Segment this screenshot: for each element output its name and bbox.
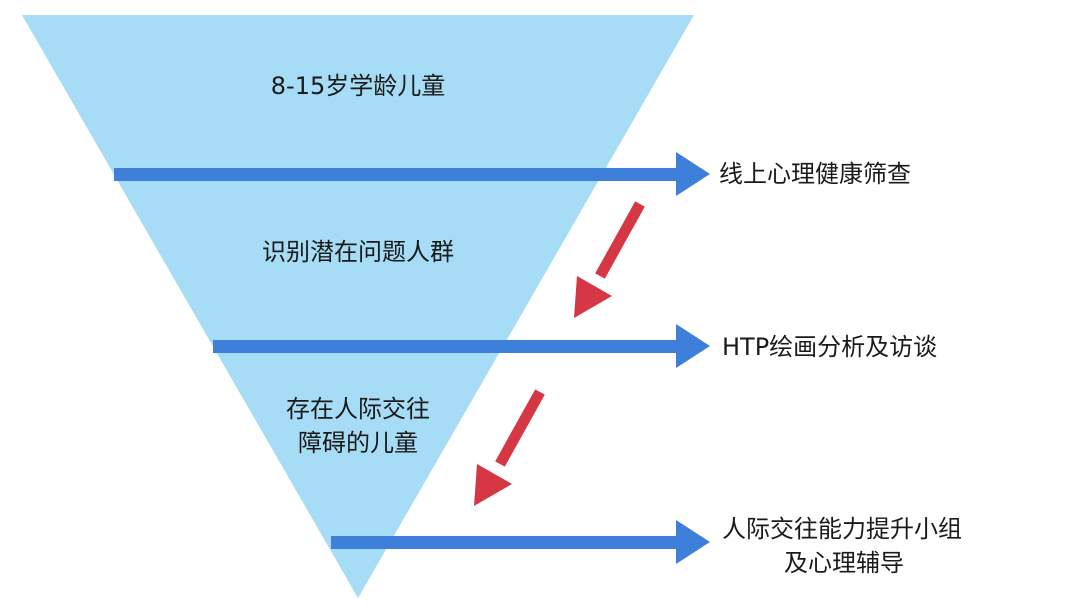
step-arrow-3-shaft xyxy=(331,536,680,549)
funnel-stage-2-label: 识别潜在问题人群 xyxy=(228,235,488,269)
step-3-label: 人际交往能力提升小组 及心理辅导 xyxy=(722,512,962,580)
transition-arrow-2-head xyxy=(474,464,512,506)
step-arrow-3-head xyxy=(676,520,710,564)
step-arrow-1-shaft xyxy=(114,168,680,181)
funnel-stage-3-line-2: 障碍的儿童 xyxy=(298,429,418,457)
funnel-stage-3-line-1: 存在人际交往 xyxy=(286,395,430,423)
step-arrow-1 xyxy=(114,152,710,196)
funnel-stage-2-text: 识别潜在问题人群 xyxy=(262,238,454,266)
step-arrow-2-shaft xyxy=(213,340,680,353)
step-arrow-1-head xyxy=(676,152,710,196)
funnel-stage-1-text: 8-15岁学龄儿童 xyxy=(270,72,446,100)
transition-arrow-2 xyxy=(474,389,545,506)
step-1-line-1: 线上心理健康筛查 xyxy=(719,160,911,188)
transition-arrow-1-head xyxy=(574,276,612,318)
step-2-label: HTP绘画分析及访谈 xyxy=(722,330,937,364)
transition-arrow-1 xyxy=(574,201,645,318)
step-3-line-2: 及心理辅导 xyxy=(784,549,904,577)
funnel-stage-3-label: 存在人际交往 障碍的儿童 xyxy=(238,392,478,460)
funnel-triangle xyxy=(22,15,694,598)
step-3-line-1: 人际交往能力提升小组 xyxy=(722,515,962,543)
transition-arrow-1-shaft xyxy=(595,201,645,279)
transition-arrow-2-shaft xyxy=(495,389,545,467)
step-arrow-2-head xyxy=(676,324,710,368)
step-2-line-1: HTP绘画分析及访谈 xyxy=(722,333,938,361)
step-arrow-2 xyxy=(213,324,710,368)
step-1-label: 线上心理健康筛查 xyxy=(719,157,911,191)
funnel-stage-1-label: 8-15岁学龄儿童 xyxy=(208,69,508,103)
step-arrow-3 xyxy=(331,520,710,564)
